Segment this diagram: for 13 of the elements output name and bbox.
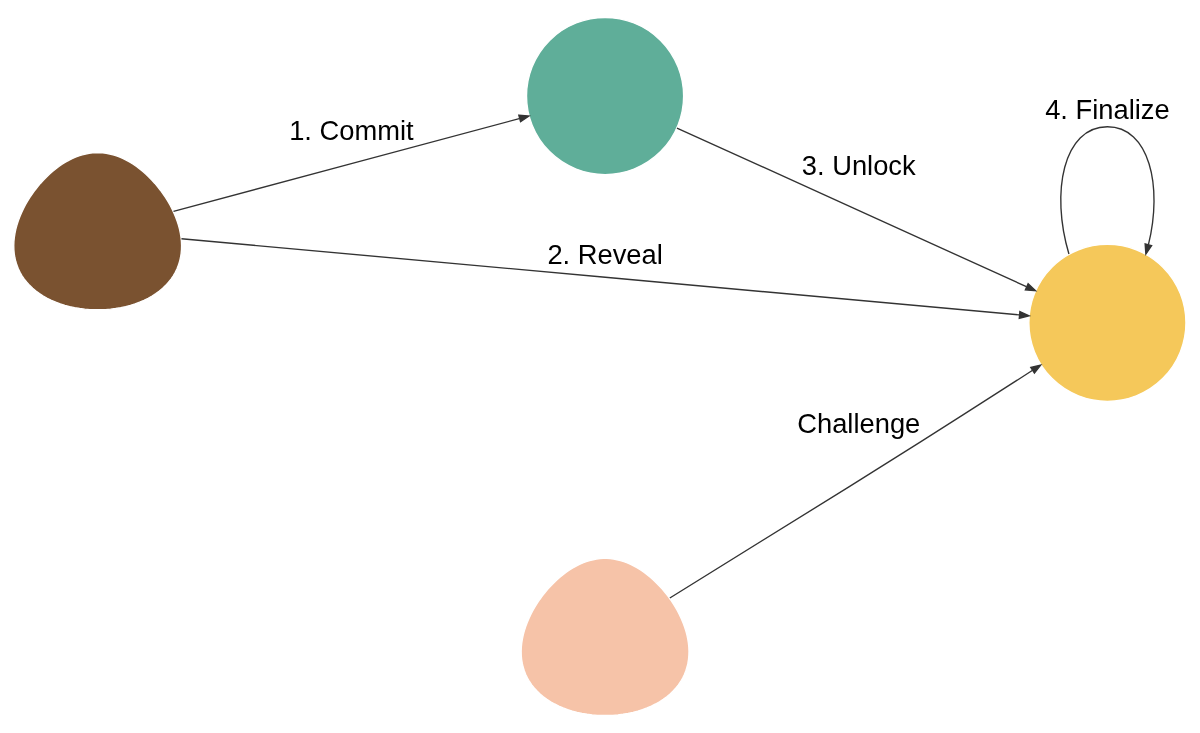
edge-label: 1. Commit	[289, 114, 414, 146]
arrow	[180, 238, 1032, 320]
node-circle	[525, 16, 685, 176]
edge-label: Challenge	[797, 408, 921, 440]
arrow	[172, 114, 531, 212]
node-person	[13, 152, 183, 311]
arrow	[669, 364, 1043, 599]
edge-label: 2. Reveal	[547, 239, 663, 271]
arrow	[1060, 126, 1155, 256]
arrow	[676, 127, 1038, 292]
edge-label: 4. Finalize	[1045, 93, 1170, 125]
node-person	[520, 557, 690, 717]
edge-label: 3. Unlock	[801, 150, 916, 182]
